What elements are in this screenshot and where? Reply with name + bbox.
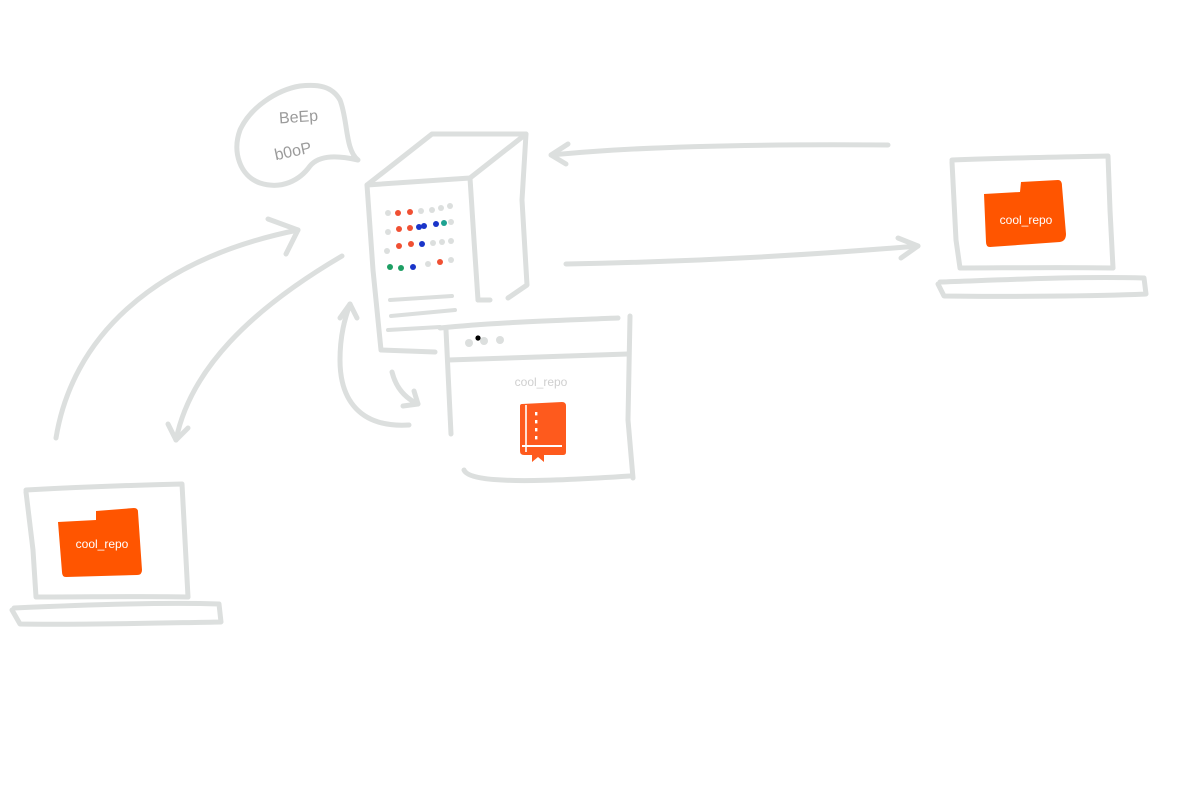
window-control-dots	[465, 336, 504, 347]
bubble-text-beep: BeEp	[278, 108, 318, 128]
folder-label: cool_repo	[76, 537, 129, 551]
folder-icon	[58, 508, 142, 577]
server-tower	[364, 131, 530, 355]
folder-label: cool_repo	[1000, 213, 1053, 227]
arrow-server-to-window	[389, 369, 421, 409]
folder-icon	[984, 180, 1066, 247]
laptop-left: cool_repo	[9, 481, 224, 627]
repository-book-icon	[520, 402, 566, 462]
bubble-text-boop: b0oP	[273, 140, 313, 164]
arrow-server-to-remote	[563, 235, 921, 267]
arrow-local-to-server	[53, 216, 301, 441]
arrow-remote-to-server	[548, 141, 891, 167]
server-status-leds	[384, 203, 454, 271]
speech-bubble: BeEp b0oP	[234, 82, 361, 188]
cursor-icon	[475, 335, 481, 341]
repo-window: cool_repo	[437, 313, 636, 484]
arrow-window-to-server	[337, 301, 412, 428]
repo-window-title: cool_repo	[515, 375, 568, 389]
arrow-server-to-local	[165, 253, 345, 443]
laptop-right: cool_repo	[935, 153, 1149, 299]
